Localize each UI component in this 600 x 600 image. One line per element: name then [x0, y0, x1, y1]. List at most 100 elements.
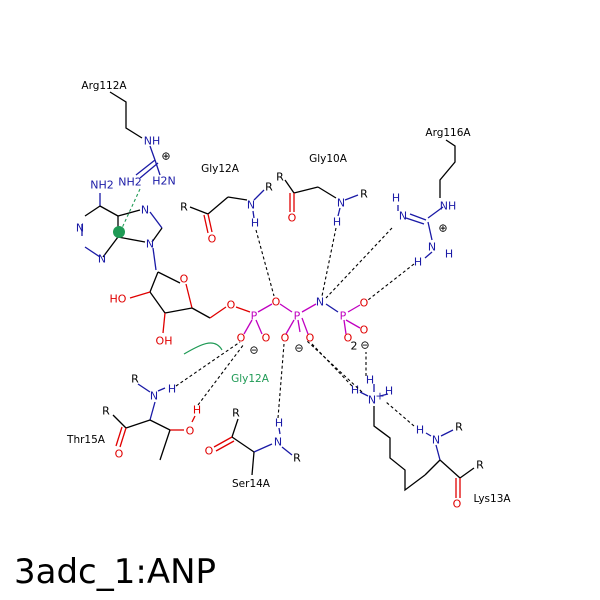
lys13a-superscript-plus: + [375, 390, 384, 403]
adenine-bond [149, 211, 163, 229]
gly12a-n-atom: N [247, 199, 255, 212]
ser14a-bond [251, 451, 255, 476]
gly10a-residue: Gly10A R O N R H [276, 153, 368, 229]
ser14a-bond [253, 443, 273, 453]
phosphate-charge-minus: ⊖ [360, 339, 369, 352]
thr15a-bond [191, 415, 196, 423]
arg116a-bond [427, 206, 444, 219]
thr15a-r-atom: R [131, 373, 139, 386]
thr15a-bond [149, 401, 156, 421]
adenine-bond [117, 209, 141, 217]
arg116a-bond [405, 217, 425, 225]
gly10a-bond [293, 186, 319, 194]
phosphate-bond [279, 303, 293, 313]
lys13a-bond [425, 432, 432, 437]
gly12a-bond [227, 196, 248, 201]
adenine-bond [151, 227, 163, 243]
lys13a-bond [424, 459, 441, 476]
thr15a-og-atom: O [186, 425, 195, 438]
ribose-bond [149, 291, 166, 314]
lys13a-bond [359, 391, 369, 397]
lys13a-sidechain-bond [373, 406, 426, 492]
phosphate-charge-minus: ⊖ [294, 342, 303, 355]
arg116a-h3-atom: H [414, 256, 422, 269]
arg116a-n-atom: N [399, 210, 407, 223]
thr15a-label: Thr15A [66, 434, 106, 446]
arg116a-bond [424, 251, 433, 259]
adenine-bond [84, 205, 101, 217]
phosphate-o2a-atom: O [262, 332, 271, 345]
lys13a-bond [379, 393, 389, 397]
arg112a-nh-atom: NH [144, 135, 161, 148]
ser14a-bond [231, 436, 255, 453]
ribose-oh2-atom: OH [156, 335, 173, 348]
phosphate-bond [257, 303, 273, 313]
gly10a-label: Gly10A [309, 153, 348, 165]
gly12a-hydrophobic: Gly12A [183, 342, 270, 385]
adenine-n9-atom: N [146, 238, 154, 251]
ser14a-bond [215, 440, 235, 452]
phosphate-bond [343, 319, 347, 335]
lys13a-r-atom: R [455, 421, 463, 434]
gly12a-r2-atom: R [265, 181, 273, 194]
pi-cation-marker [113, 226, 125, 238]
ser14a-r-atom: R [232, 407, 240, 420]
adenine-bond [84, 246, 101, 258]
arg116a-nh-atom: NH [440, 200, 457, 213]
gly12a-bond [253, 189, 265, 201]
phosphate-o1b-atom: O [281, 332, 290, 345]
thr15a-residue: R N H R Thr15A O O H [66, 373, 201, 461]
adenine-n1-atom: N [76, 222, 84, 235]
thr15a-hg-atom: H [193, 404, 201, 417]
thr15a-n-atom: N [150, 390, 158, 403]
ser14a-bond [213, 436, 233, 448]
phosphate-bond [325, 303, 339, 313]
phosphate-n3b-atom: N [316, 296, 324, 309]
lys13a-nz-atom: N [368, 394, 376, 407]
hbond-gly10a [321, 227, 337, 297]
gly10a-bond [317, 186, 337, 199]
gly10a-n-atom: N [337, 197, 345, 210]
arg116a-residue: Arg116A H N NH ⊕ N H H [392, 127, 472, 269]
phosphate-pb-atom: P [294, 310, 301, 323]
lys13a-o-atom: O [453, 498, 462, 511]
gly12a-o-atom: O [208, 233, 217, 246]
ribose-bond [164, 307, 193, 314]
ribose-bond [162, 312, 166, 334]
arg116a-bond [409, 213, 427, 221]
phosphate-o3a-atom: O [272, 296, 281, 309]
gly12a-r-atom: R [180, 201, 188, 214]
phosphate-bond [301, 303, 317, 313]
hbond-thr15a-n [175, 341, 241, 387]
arg112a-residue: Arg112A NH ⊕ NH2 H2N [81, 80, 175, 189]
arg112a-charge-plus: ⊕ [161, 150, 170, 163]
gly12a-bond [252, 210, 255, 219]
gly10a-o-atom: O [288, 212, 297, 225]
hbond-lys13a-nz [305, 339, 363, 393]
lys13a-h-atom: H [366, 374, 374, 387]
lys13a-h3-atom: H [385, 385, 393, 398]
arg112a-bond [154, 159, 161, 176]
lys13a-bond [459, 467, 475, 479]
phosphate-bond [345, 319, 361, 329]
phosphate-bond [297, 319, 301, 333]
phosphate-charge-digit: 2 [351, 340, 358, 353]
lys13a-bond [439, 459, 461, 479]
ribose-o-atom: O [180, 273, 189, 286]
adenine-nh2-atom: NH2 [90, 179, 114, 192]
phosphate-pg-atom: P [340, 310, 347, 323]
thr15a-bond [125, 419, 151, 429]
gly10a-r-atom: R [276, 171, 284, 184]
ribose-ring: O HO OH [110, 271, 227, 348]
phosphate-chain: O P O P N P O O O ⊖ O ⊖ O O O 2 ⊖ [227, 296, 370, 357]
interaction-lines [121, 188, 415, 427]
arg116a-n2-atom: N [428, 241, 436, 254]
arg112a-bond [149, 145, 156, 161]
lys13a-bb-h-atom: H [416, 424, 424, 437]
phosphate-bond [255, 319, 263, 335]
hbond-thr15a-og [197, 343, 245, 406]
lys13a-residue: H H H N + H N R R O Lys13A [351, 374, 512, 511]
ser14a-label: Ser14A [232, 478, 271, 490]
adenine-bond [117, 236, 146, 243]
gly12a-h-atom: H [251, 217, 259, 230]
